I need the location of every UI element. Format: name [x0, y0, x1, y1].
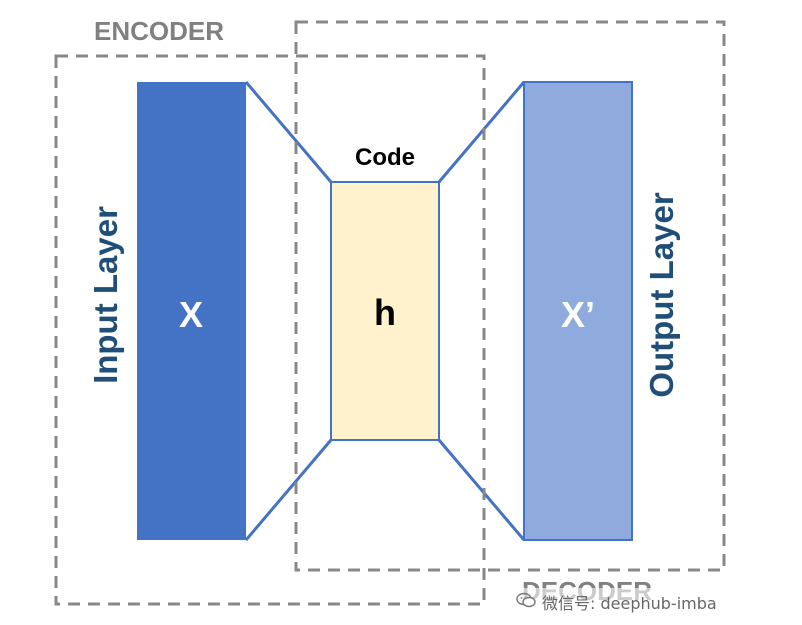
- watermark: 微信号: deephub-imba: [510, 588, 723, 616]
- wechat-icon: [516, 592, 536, 612]
- connector-input-bottom: [244, 439, 333, 541]
- code-layer-label: Code: [355, 144, 415, 171]
- encoder-label: ENCODER: [94, 16, 224, 46]
- connector-output-top: [437, 81, 526, 183]
- code-layer-symbol: h: [374, 292, 396, 333]
- output-layer-block: [523, 81, 633, 541]
- connector-output-bottom: [437, 439, 526, 541]
- output-layer-label: Output Layer: [643, 192, 680, 398]
- watermark-text: 微信号: deephub-imba: [542, 594, 717, 613]
- input-layer-symbol: X: [179, 294, 203, 335]
- input-layer-block: [137, 82, 246, 540]
- connector-input-top: [244, 81, 333, 183]
- output-layer-symbol: X’: [561, 294, 595, 335]
- decoder-region: [294, 20, 726, 572]
- input-layer-label: Input Layer: [87, 206, 124, 384]
- code-layer-block: [330, 181, 440, 441]
- encoder-region: [54, 54, 486, 606]
